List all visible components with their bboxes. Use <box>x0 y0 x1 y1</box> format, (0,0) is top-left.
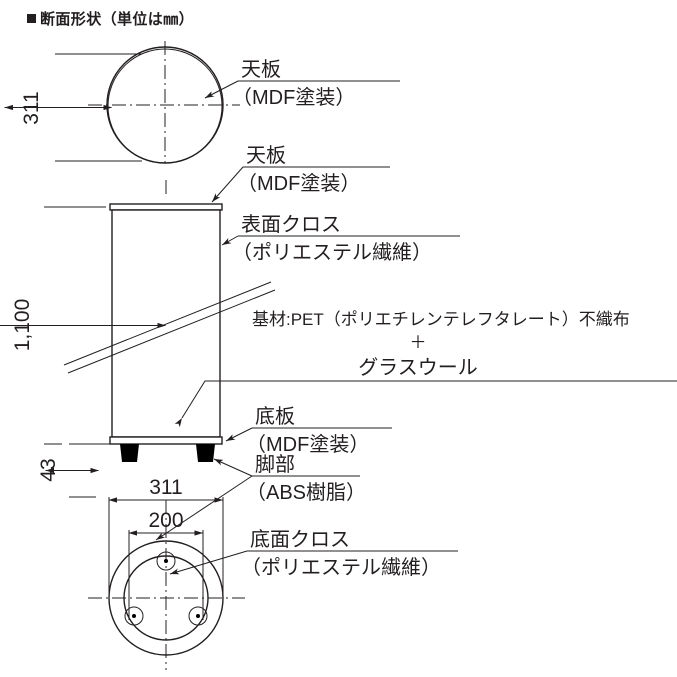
front-view: 1,100 43 <box>0 180 276 498</box>
front-view-leg-right <box>196 444 215 462</box>
dimension-top-diameter: 311 <box>4 53 142 162</box>
top-view: 311 <box>4 41 240 164</box>
callout-leg-part-line1: 脚部 <box>255 453 295 476</box>
callout-bottom-cloth-line1: 底面クロス <box>250 528 350 551</box>
core-leader-line-upper <box>63 281 272 366</box>
front-view-bottom-panel <box>109 436 223 445</box>
callout-top-panel-a-line2: （MDF塗装） <box>232 86 355 109</box>
dim-bolt-circle-text: 200 <box>148 509 183 532</box>
callout-core-material: 基材:PET（ポリエチレンテレフタレート）不織布 ＋ グラスウール <box>174 310 677 428</box>
page-title-text: 断面形状（単位は㎜） <box>40 11 195 28</box>
bottom-view-leg-hole-top <box>156 551 176 571</box>
callout-leader-to-bottom-hole <box>155 475 253 541</box>
callout-core-material-line3: グラスウール <box>358 356 478 379</box>
callout-core-material-line2: ＋ <box>410 333 427 352</box>
callout-core-material-leader <box>174 380 677 428</box>
callout-bottom-panel-line1: 底板 <box>255 405 295 428</box>
front-view-top-panel <box>109 203 223 211</box>
callout-top-panel-a: 天板 （MDF塗装） <box>204 58 400 109</box>
core-leader-line-lower <box>67 289 276 374</box>
callout-bottom-panel: 底板 （MDF塗装） <box>225 405 392 456</box>
callout-leader <box>211 166 244 203</box>
callout-leader <box>169 550 248 575</box>
callout-leg-part-line2: （ABS樹脂） <box>246 481 366 504</box>
square-bullet-icon <box>27 14 36 23</box>
page-title: 断面形状（単位は㎜） <box>27 8 194 29</box>
front-view-body <box>111 209 221 438</box>
callout-leader <box>204 80 239 99</box>
callout-top-panel-b: 天板 （MDF塗装） <box>211 144 390 203</box>
dim-bottom-diameter-text: 311 <box>149 476 182 499</box>
callout-core-material-line1: 基材:PET（ポリエチレンテレフタレート）不織布 <box>252 310 630 329</box>
dimension-leg-height: 43 <box>37 443 118 498</box>
callout-leader-to-front-leg <box>213 458 253 477</box>
callout-bottom-cloth-line2: （ポリエステル繊維） <box>241 556 441 579</box>
dimension-bottom-diameter: 311 <box>108 476 224 600</box>
bottom-view-leg-hole-left <box>124 606 144 626</box>
callout-leader <box>221 235 239 246</box>
callout-top-panel-b-line2: （MDF塗装） <box>237 172 360 195</box>
callout-leg-part: 脚部 （ABS樹脂） <box>155 453 366 541</box>
bottom-view: 311 200 <box>88 476 245 670</box>
callout-surface-cloth-line1: 表面クロス <box>241 213 341 236</box>
dim-top-diameter-text: 311 <box>20 91 43 124</box>
callout-surface-cloth-line2: （ポリエステル繊維） <box>232 241 432 264</box>
callout-top-panel-b-line1: 天板 <box>246 144 286 167</box>
callout-bottom-cloth: 底面クロス （ポリエステル繊維） <box>169 528 458 579</box>
bottom-view-leg-hole-right <box>188 606 208 626</box>
callout-leader <box>225 427 253 442</box>
callout-bottom-panel-line2: （MDF塗装） <box>246 433 369 456</box>
front-view-leg-left <box>120 444 139 462</box>
dimension-body-height: 1,100 <box>0 206 166 445</box>
callout-surface-cloth: 表面クロス （ポリエステル繊維） <box>221 213 460 264</box>
bottom-view-inner-circle <box>123 555 209 641</box>
dim-leg-height-text: 43 <box>37 458 60 481</box>
dim-body-height-text: 1,100 <box>11 299 34 352</box>
dimension-bolt-circle: 200 <box>128 509 204 620</box>
callout-top-panel-a-line1: 天板 <box>241 58 281 81</box>
